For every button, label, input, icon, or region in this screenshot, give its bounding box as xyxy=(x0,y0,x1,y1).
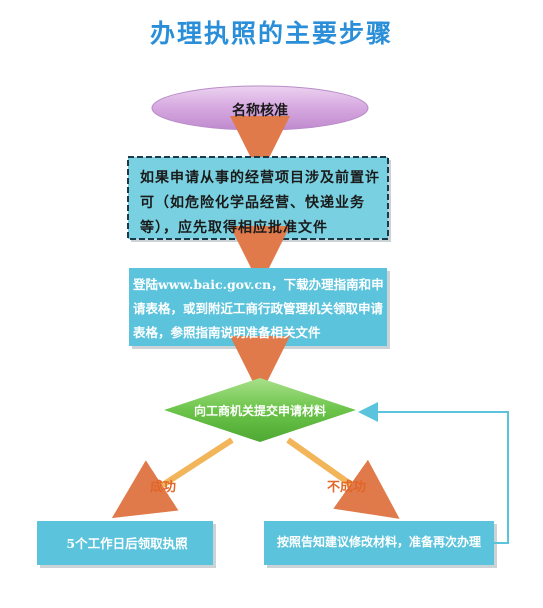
success-label: 成功 xyxy=(150,480,177,495)
register-prefix: 登陆 xyxy=(133,277,159,292)
register-rest: ，下载办理指南和申请表格，或到附近工商行政管理机关领取申请表格，参照指南说明准备… xyxy=(133,277,384,340)
arrow-fail xyxy=(286,437,400,519)
register-box xyxy=(129,268,387,346)
permit-box xyxy=(127,156,389,240)
submit-label: 向工商机关提交申请材料 xyxy=(193,404,326,418)
rectify-label: 按照告知建议修改材料，准备再次办理 xyxy=(276,535,481,549)
register-link[interactable]: www.baic.gov.cn xyxy=(158,277,272,292)
fail-label: 不成功 xyxy=(327,480,367,495)
name-check-label: 名称核准 xyxy=(232,103,288,119)
rectify-box xyxy=(264,521,494,565)
collect-label: 5个工作日后领取执照 xyxy=(66,536,188,551)
arrow-success xyxy=(111,437,234,519)
page-title: 办理执照的主要步骤 xyxy=(149,19,393,48)
register-label: 登陆www.baic.gov.cn，下载办理指南和申请表格，或到附近工商行政管理… xyxy=(133,273,391,345)
loop-back-line xyxy=(358,402,509,544)
submit-diamond xyxy=(164,378,356,442)
permit-label: 如果申请从事的经营项目涉及前置许可（如危险化学品经营、快递业务等），应先取得相应… xyxy=(140,170,380,236)
collect-box xyxy=(37,521,213,565)
